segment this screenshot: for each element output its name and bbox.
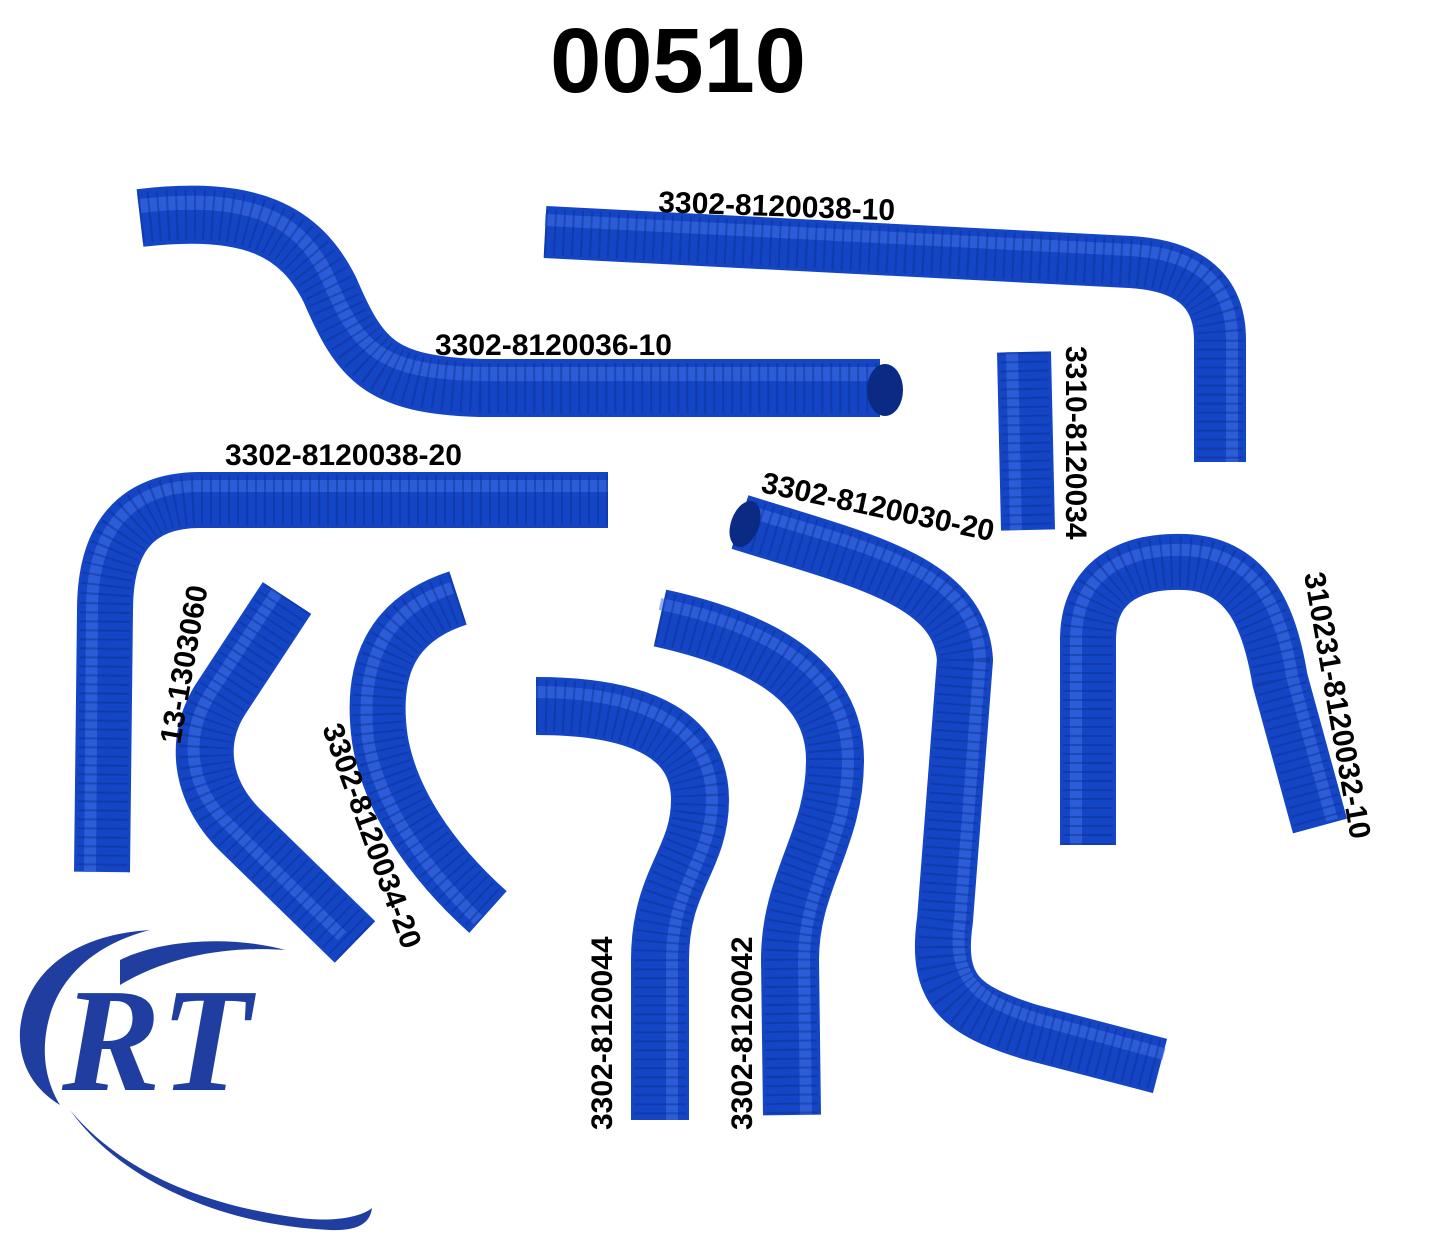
hose-8120036-10 — [136, 185, 903, 417]
hose-8120034-20 — [349, 571, 507, 933]
logo-swoosh-top — [19, 930, 150, 1105]
hose-8120030-20 — [729, 495, 1168, 1094]
rt-logo: RT — [19, 930, 372, 1231]
label-3310-8120034: 3310-8120034 — [1059, 346, 1092, 540]
label-8120036-10: 3302-8120036-10 — [435, 329, 672, 362]
label-8120038-20: 3302-8120038-20 — [225, 439, 462, 472]
catalog-number: 00510 — [550, 10, 806, 112]
logo-rt-text: RT — [61, 959, 257, 1123]
hose-310231-8120032-10 — [1060, 533, 1348, 845]
logo-arc-inner — [120, 941, 285, 985]
hose-8120038-20 — [74, 472, 608, 873]
hose-8120044 — [535, 677, 729, 1120]
hose-8120042 — [653, 589, 864, 1116]
hose-13-1303060 — [175, 582, 376, 963]
hose-3310-8120034 — [997, 351, 1055, 531]
label-8120042: 3302-8120042 — [726, 936, 759, 1130]
label-8120044: 3302-8120044 — [586, 936, 619, 1130]
logo-swoosh-bottom — [70, 1110, 372, 1231]
hose-8120038-10 — [543, 206, 1246, 462]
